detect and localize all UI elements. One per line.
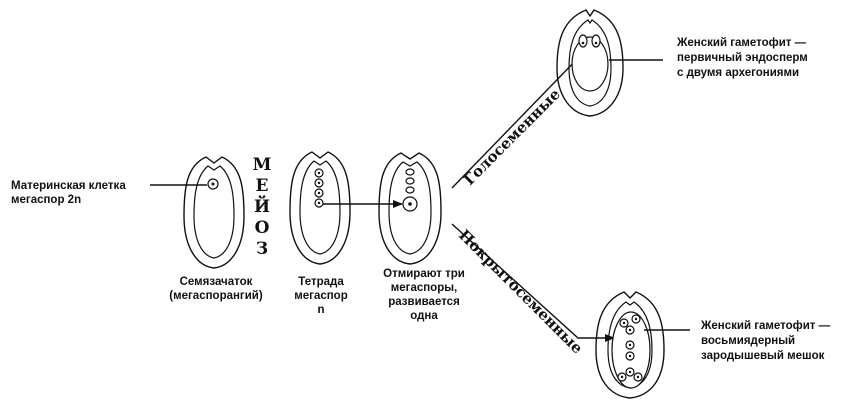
- svg-text:с двумя архегониями: с двумя архегониями: [677, 67, 799, 79]
- svg-text:Материнская клетка: Материнская клетка: [11, 180, 126, 192]
- svg-text:первичный эндосперм: первичный эндосперм: [677, 52, 808, 64]
- svg-text:мегаспоры,: мегаспоры,: [391, 282, 458, 294]
- svg-text:Отмирают три: Отмирают три: [383, 268, 465, 280]
- angio-gametophyte-label: Женский гаметофит — восьмиядерный зароды…: [700, 320, 831, 362]
- svg-text:восьмиядерный: восьмиядерный: [701, 335, 795, 347]
- ovule-gymnosperm: [556, 9, 624, 117]
- svg-text:З: З: [256, 239, 268, 259]
- ovule-stage-2: [289, 151, 351, 265]
- degenerate-label: Отмирают три мегаспоры, развивается одна: [383, 268, 465, 322]
- ovule-angiosperm: [595, 291, 665, 399]
- gymno-gametophyte-label: Женский гаметофит — первичный эндосперм …: [676, 37, 808, 79]
- tetrad-label-1: Тетрада: [298, 276, 344, 288]
- tetrad-label-3: n: [317, 304, 324, 316]
- angiosperms-label: Покрытосеменные: [455, 226, 586, 357]
- mother-cell-label: Материнская клетка мегаспор 2n: [11, 180, 126, 206]
- tetrad-label-2: мегаспор: [294, 290, 347, 302]
- svg-text:зародышевый мешок: зародышевый мешок: [701, 350, 825, 362]
- svg-text:развивается: развивается: [388, 296, 460, 308]
- svg-text:М: М: [253, 155, 272, 175]
- gymnosperms-label: Голосеменные: [460, 85, 564, 189]
- svg-text:одна: одна: [410, 310, 438, 322]
- arrow-angiosperms: [451, 223, 615, 342]
- svg-text:мегаспор 2n: мегаспор 2n: [11, 194, 81, 206]
- svg-text:Е: Е: [256, 176, 269, 196]
- ovule-stage-1: [183, 156, 245, 269]
- ovule-label-2: (мегаспорангий): [169, 290, 263, 302]
- arrow-gymnosperms: [451, 53, 583, 189]
- svg-text:О: О: [255, 218, 270, 238]
- ovule-stage-3: [378, 152, 442, 265]
- svg-text:Женский гаметофит —: Женский гаметофит —: [676, 37, 807, 49]
- svg-text:Женский гаметофит —: Женский гаметофит —: [700, 320, 831, 332]
- ovule-label-1: Семязачаток: [180, 276, 253, 288]
- svg-text:Й: Й: [254, 195, 270, 217]
- meiosis-label: М Е Й О З: [253, 155, 272, 259]
